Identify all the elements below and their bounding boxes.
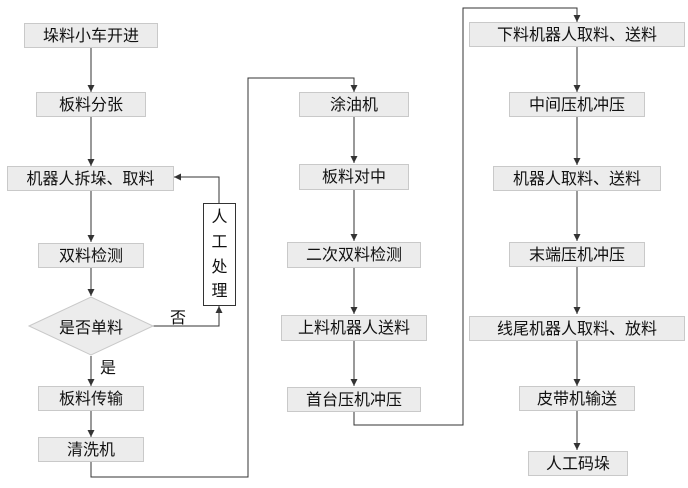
manual-handling-char: 人 [211, 206, 228, 226]
step-last-press: 末端压机冲压 [509, 242, 645, 267]
step-middle-press: 中间压机冲压 [509, 92, 645, 117]
manual-handling-char: 工 [211, 231, 228, 251]
arrow-washer-to-oiling [90, 77, 358, 478]
label-yes: 是 [100, 358, 117, 377]
step-sheet-separation: 板料分张 [36, 92, 146, 117]
step-washing-machine: 清洗机 [38, 437, 144, 462]
step-second-double-sheet-detection: 二次双料检测 [287, 242, 421, 268]
manual-handling-box: 人 工 处 理 [203, 203, 236, 306]
step-pile-cart-advance: 垛料小车开进 [24, 23, 158, 48]
arrow-first-press-to-unloading [353, 7, 581, 426]
step-sheet-centering: 板料对中 [299, 164, 409, 190]
step-oiling-machine: 涂油机 [299, 92, 409, 117]
manual-handling-char: 处 [211, 256, 228, 276]
arrow-manual-to-unstack [174, 173, 220, 203]
step-belt-conveyor: 皮带机输送 [519, 386, 635, 411]
step-unloading-robot-pick-feed: 下料机器人取料、送料 [469, 22, 685, 47]
step-first-press: 首台压机冲压 [287, 387, 421, 412]
label-no: 否 [170, 308, 187, 327]
step-loading-robot-feed: 上料机器人送料 [281, 315, 427, 341]
step-sheet-conveying: 板料传输 [38, 386, 144, 411]
step-end-robot-pick-place: 线尾机器人取料、放料 [469, 316, 685, 341]
decision-diamond [27, 296, 155, 356]
arrow-decision-no-to-manual [153, 306, 223, 327]
step-robot-pick-feed: 机器人取料、送料 [493, 166, 661, 191]
step-manual-stacking: 人工码垛 [528, 451, 628, 476]
manual-handling-char: 理 [211, 281, 228, 301]
decision-single-sheet-label: 是否单料 [58, 318, 123, 337]
step-robot-unstack-pick: 机器人拆垛、取料 [7, 166, 174, 191]
step-double-sheet-detection: 双料检测 [38, 243, 144, 268]
